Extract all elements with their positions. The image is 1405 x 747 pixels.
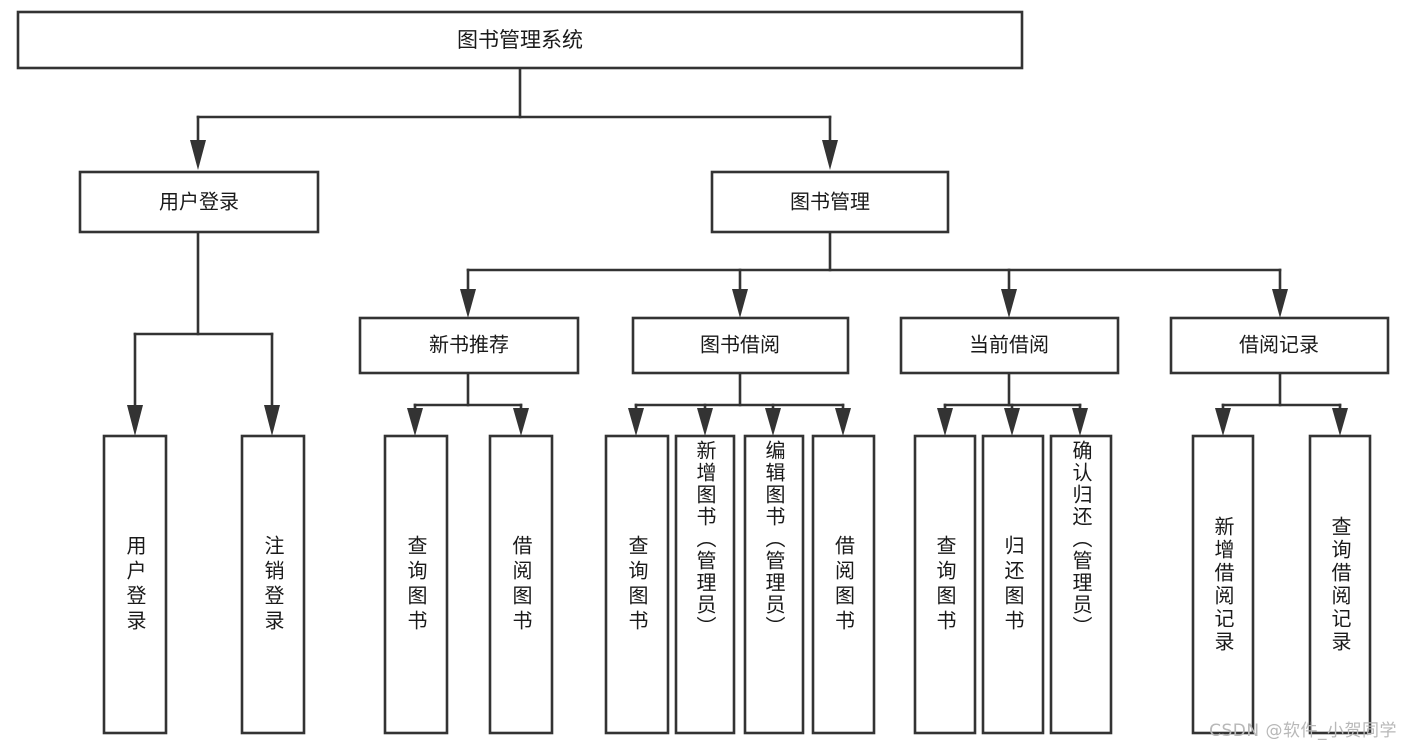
arrow-head-br-query-record: [1332, 408, 1348, 436]
arrow-head-user-login: [190, 140, 206, 170]
node-book-management[interactable]: 图书管理: [710, 170, 950, 234]
node-user-login[interactable]: 用户登录: [78, 170, 320, 234]
connector-group-current-borrow: [937, 371, 1088, 436]
arrow-head-new-book-recommend: [460, 289, 476, 318]
connector-group-book-mgmt: [460, 230, 1288, 318]
node-current-borrow[interactable]: 当前借阅: [899, 316, 1120, 375]
node-label-book-management: 图书管理: [790, 190, 870, 214]
node-book-borrow[interactable]: 图书借阅: [631, 316, 850, 375]
arrow-head-cb-return-book: [1004, 408, 1020, 436]
node-new-book-recommend[interactable]: 新书推荐: [358, 316, 580, 375]
arrow-head-current-borrow: [1001, 289, 1017, 318]
leaf-box-br-query-record[interactable]: [1308, 434, 1372, 735]
connector-group-borrow-record: [1215, 371, 1348, 436]
node-box-root[interactable]: [16, 10, 1024, 70]
arrow-head-bb-edit-book: [765, 408, 781, 436]
leaf-box-user-login[interactable]: [102, 434, 168, 735]
leaf-box-bb-borrow-book[interactable]: [811, 434, 876, 735]
leaf-box-cb-return-book[interactable]: [981, 434, 1045, 735]
leaf-box-bb-edit-book[interactable]: [743, 434, 805, 735]
node-label-current-borrow: 当前借阅: [969, 333, 1049, 357]
arrow-head-leaf-user-login: [127, 405, 143, 436]
node-root-book-mgmt-system[interactable]: 图书管理系统: [16, 10, 1024, 70]
arrow-head-br-add-record: [1215, 408, 1231, 436]
node-label-borrow-record: 借阅记录: [1239, 333, 1319, 357]
connector-group-book-borrow: [628, 371, 851, 436]
node-label-root: 图书管理系统: [457, 28, 583, 52]
arrow-head-leaf-logout: [264, 405, 280, 436]
node-label-user-login: 用户登录: [159, 190, 239, 214]
node-borrow-record[interactable]: 借阅记录: [1169, 316, 1390, 375]
node-label-book-borrow: 图书借阅: [700, 333, 780, 357]
arrow-head-bb-borrow-book: [835, 408, 851, 436]
connector-group-root: [190, 66, 838, 170]
leaf-box-bb-query-book[interactable]: [604, 434, 670, 735]
arrow-head-cb-query-book: [937, 408, 953, 436]
leaf-box-nb-query-book[interactable]: [383, 434, 449, 735]
leaf-box-cb-confirm-return[interactable]: [1049, 434, 1113, 735]
connector-group-user-login: [127, 230, 280, 436]
node-label-new-book-recommend: 新书推荐: [429, 333, 509, 357]
node-box-current-borrow[interactable]: [899, 316, 1120, 375]
node-box-book-management[interactable]: [710, 170, 950, 234]
arrow-head-borrow-record: [1272, 289, 1288, 318]
arrow-head-bb-add-book: [697, 408, 713, 436]
leaf-box-cb-query-book[interactable]: [913, 434, 977, 735]
leaf-box-bb-add-book[interactable]: [674, 434, 736, 735]
node-box-book-borrow[interactable]: [631, 316, 850, 375]
arrow-head-nb-borrow-book: [513, 408, 529, 436]
node-box-borrow-record[interactable]: [1169, 316, 1390, 375]
arrow-head-book-borrow: [732, 289, 748, 318]
leaf-box-logout[interactable]: [240, 434, 306, 735]
leaf-box-nb-borrow-book[interactable]: [488, 434, 554, 735]
arrow-head-cb-confirm-return: [1072, 408, 1088, 436]
connector-group-new-book-recommend: [407, 371, 529, 436]
arrow-head-nb-query-book: [407, 408, 423, 436]
watermark-label: CSDN @软件_小贺同学: [1209, 721, 1397, 741]
arrow-head-book-mgmt: [822, 140, 838, 170]
node-box-user-login[interactable]: [78, 170, 320, 234]
leaf-box-br-add-record[interactable]: [1191, 434, 1255, 735]
node-box-new-book-recommend[interactable]: [358, 316, 580, 375]
arrow-head-bb-query-book: [628, 408, 644, 436]
leaf-box-group: [102, 434, 1372, 735]
